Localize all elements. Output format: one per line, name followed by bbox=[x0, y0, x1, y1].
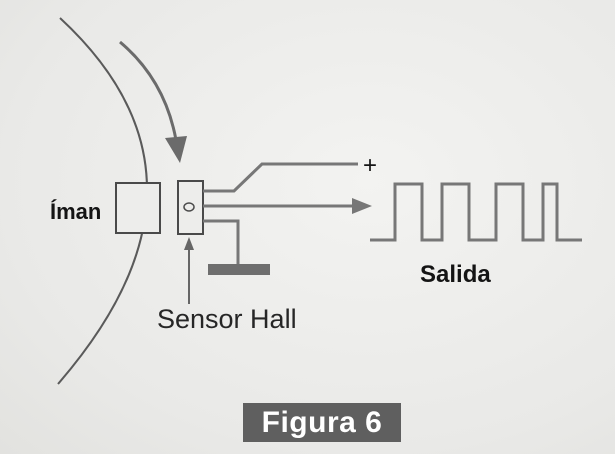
sensor-pointer-head bbox=[184, 237, 194, 250]
supply-plus-label: + bbox=[363, 152, 378, 179]
magnet-label: Íman bbox=[50, 199, 102, 224]
magnet bbox=[115, 182, 161, 234]
square-wave bbox=[370, 182, 582, 242]
rotation-arrow bbox=[119, 40, 178, 141]
rotation-arrowhead bbox=[165, 136, 187, 163]
hall-sensor bbox=[177, 180, 204, 235]
figure-caption: Figura 6 bbox=[243, 403, 401, 442]
ground-symbol bbox=[208, 264, 270, 275]
output-label: Salida bbox=[420, 261, 491, 288]
sensor-label: Sensor Hall bbox=[157, 304, 297, 334]
sensor-dot bbox=[183, 202, 195, 212]
supply-wire bbox=[203, 162, 358, 193]
output-arrowhead bbox=[352, 198, 372, 214]
ground-wire bbox=[203, 219, 240, 268]
